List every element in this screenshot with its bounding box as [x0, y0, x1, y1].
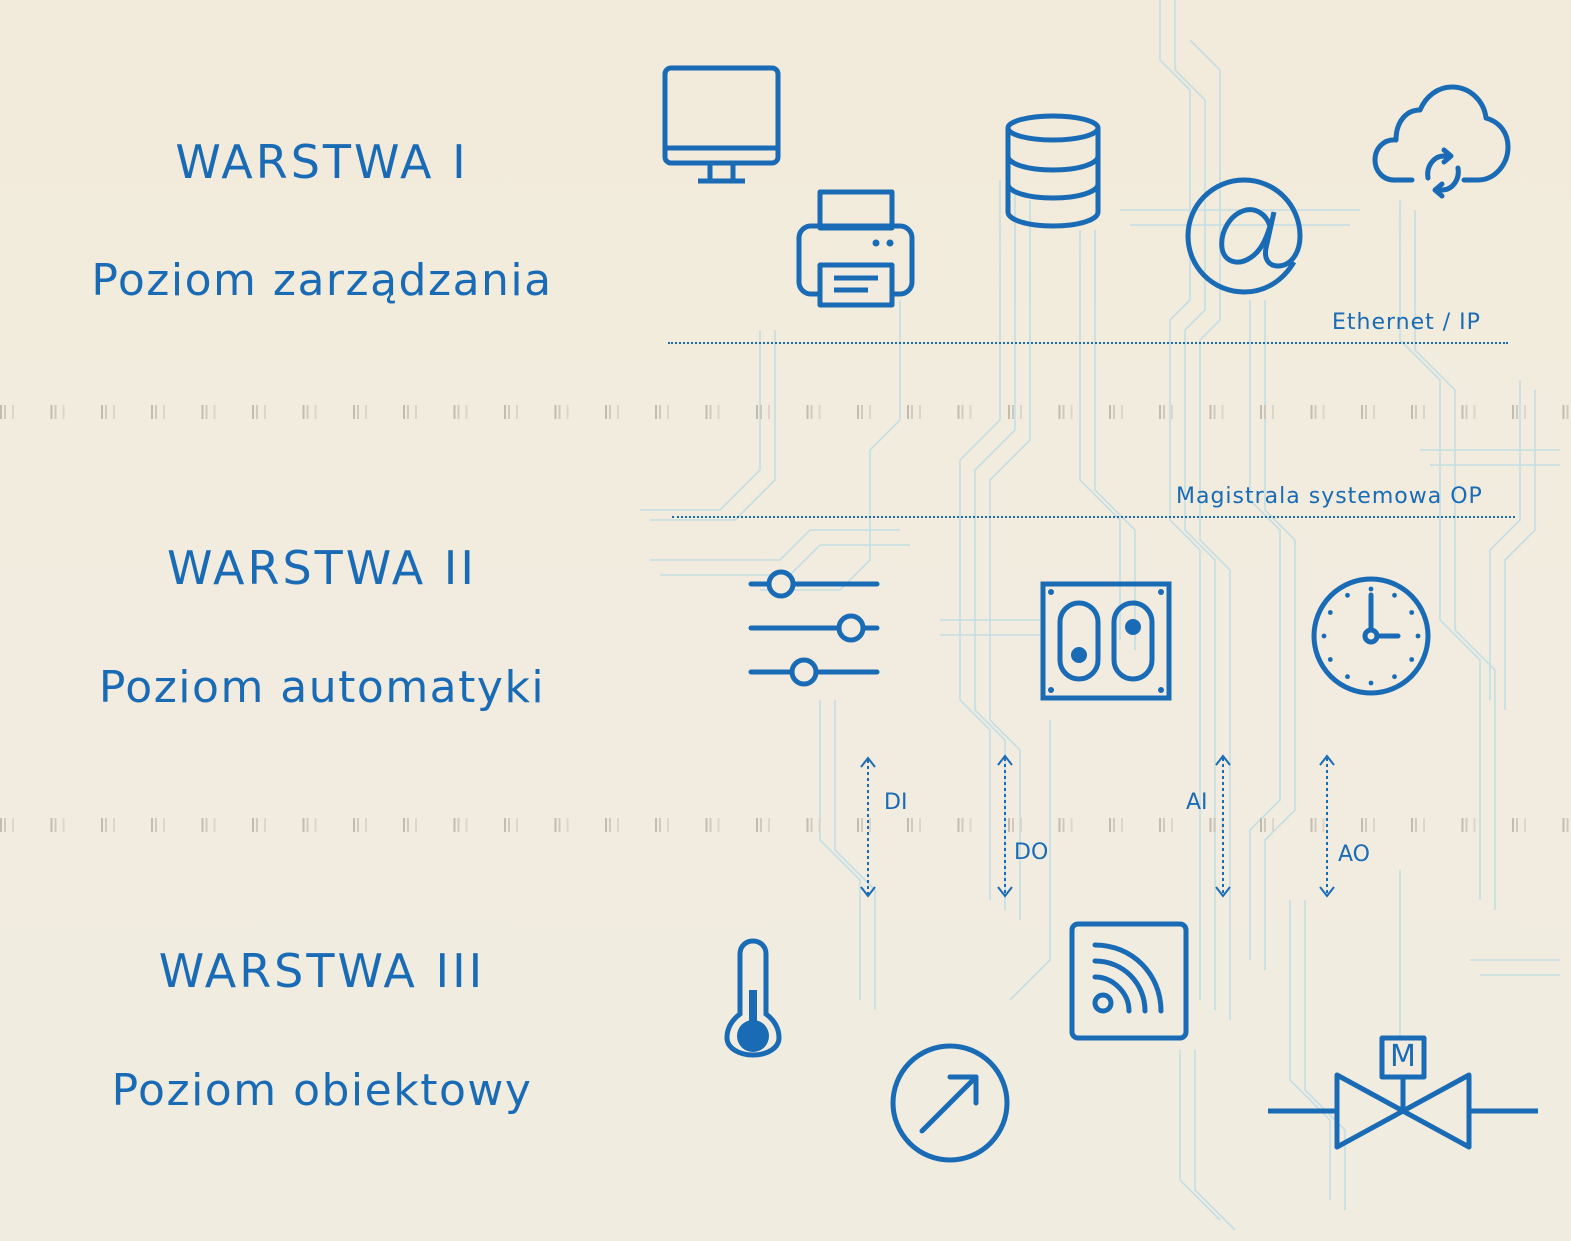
sliders-icon: [748, 567, 882, 691]
ethernet-bus-line: [668, 342, 1508, 344]
layer-2-subtitle: Poziom automatyki: [98, 662, 546, 713]
switch-panel-icon: [1040, 581, 1172, 701]
ethernet-bus-label: Ethernet / IP: [1332, 310, 1481, 335]
di-arrow-icon: [860, 756, 876, 898]
system-bus-label: Magistrala systemowa OP: [1176, 484, 1483, 509]
system-bus-line: [672, 516, 1515, 518]
motorized-valve-icon: [1266, 1035, 1540, 1155]
layer-1-subtitle: Poziom zarządzania: [91, 255, 553, 306]
gauge-arrow-icon: [888, 1041, 1012, 1165]
layer-1-title: WARSTWA I: [175, 135, 469, 189]
layer-3-subtitle: Poziom obiektowy: [111, 1065, 533, 1116]
layer-2-title: WARSTWA II: [167, 541, 477, 595]
database-icon: [1003, 112, 1103, 232]
ao-arrow-icon: [1319, 754, 1335, 898]
layer-separator-2: [0, 818, 1571, 832]
monitor-icon: [662, 65, 782, 186]
ai-arrow-icon: [1215, 754, 1231, 898]
printer-icon: [796, 189, 916, 310]
signal-label-di: DI: [884, 790, 908, 815]
thermometer-icon: [724, 938, 782, 1058]
clock-icon: [1310, 575, 1432, 697]
do-arrow-icon: [997, 754, 1013, 898]
signal-label-ao: AO: [1338, 842, 1370, 867]
signal-sensor-icon: [1069, 921, 1189, 1041]
valve-motor-label: M: [1390, 1039, 1416, 1074]
layer-separator-1: [0, 405, 1571, 419]
layer-3-title: WARSTWA III: [158, 944, 486, 998]
signal-label-ai: AI: [1186, 790, 1208, 815]
signal-label-do: DO: [1014, 840, 1049, 865]
cloud-sync-icon: [1372, 84, 1512, 202]
at-sign-icon: [1182, 174, 1306, 298]
